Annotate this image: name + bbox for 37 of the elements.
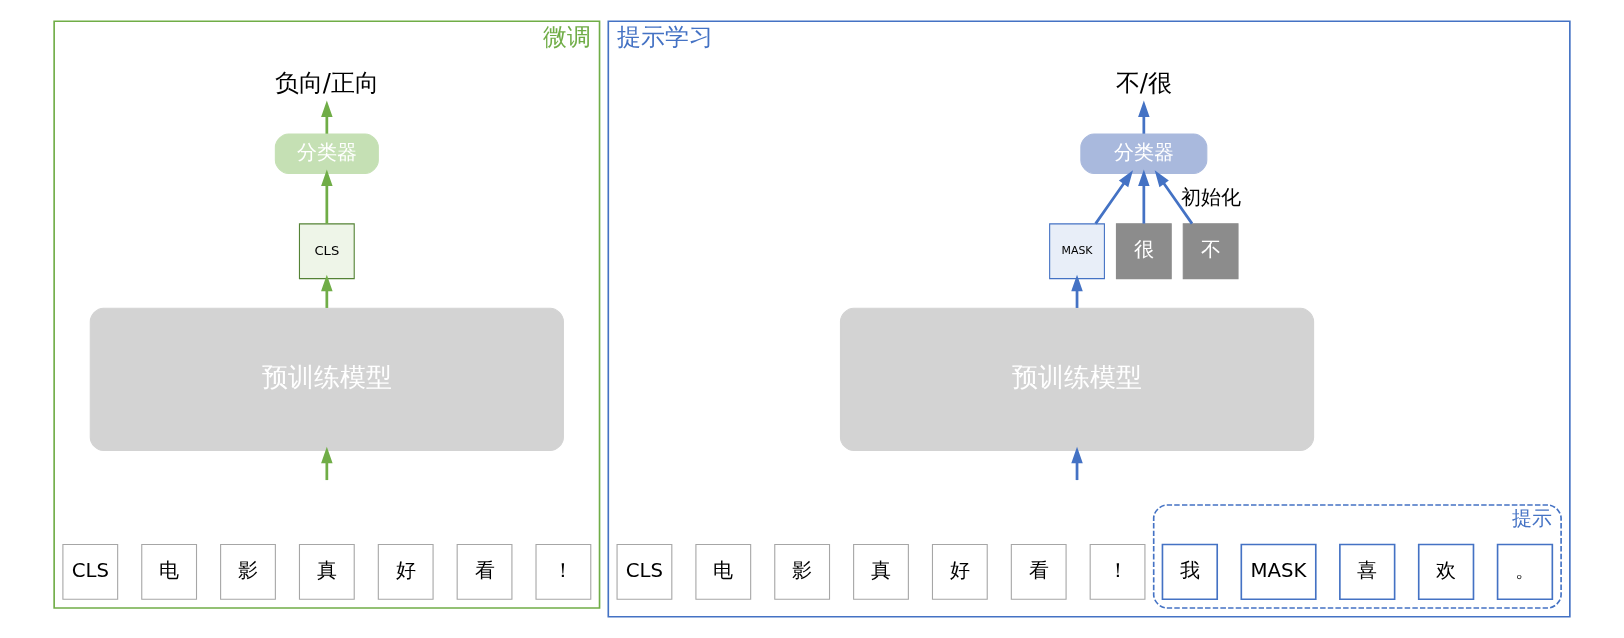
node-box: MASK — [1240, 543, 1317, 601]
arrow — [1138, 169, 1150, 224]
node-text: 负向/正向 — [274, 68, 379, 97]
node-box: ！ — [1089, 543, 1146, 600]
node-box: 影 — [774, 543, 831, 600]
node-box: 好 — [931, 543, 988, 600]
node-box: CLS — [62, 543, 119, 600]
arrow — [321, 446, 333, 481]
node-box: 真 — [298, 543, 355, 600]
arrow — [1138, 100, 1150, 134]
node-box: 不 — [1182, 223, 1239, 280]
node-box: 电 — [141, 543, 198, 600]
node-text: 不/很 — [1115, 68, 1172, 97]
node-box: 分类器 — [274, 133, 379, 175]
arrow — [321, 100, 333, 134]
node-box: 我 — [1161, 543, 1219, 601]
node-box: 欢 — [1417, 543, 1475, 601]
node-box: 电 — [695, 543, 752, 600]
node-box: 喜 — [1339, 543, 1396, 601]
node-box: 真 — [853, 543, 909, 600]
node-box: CLS — [616, 543, 673, 600]
node-box: MASK — [1049, 223, 1105, 280]
arrow — [1154, 170, 1194, 225]
arrow — [321, 274, 333, 308]
edge-label: 初始化 — [1181, 185, 1242, 209]
node-box: 。 — [1496, 543, 1554, 601]
node-box: 分类器 — [1080, 133, 1208, 175]
arrow — [1094, 170, 1133, 225]
node-box: ！ — [535, 543, 592, 600]
arrow — [1071, 446, 1083, 481]
node-box: 看 — [456, 543, 513, 600]
node-box: CLS — [298, 223, 355, 280]
node-box: 好 — [377, 543, 434, 600]
node-box: 很 — [1115, 223, 1172, 280]
node-box: 看 — [1010, 543, 1067, 600]
node-box: 影 — [220, 543, 276, 600]
arrow — [321, 169, 333, 224]
